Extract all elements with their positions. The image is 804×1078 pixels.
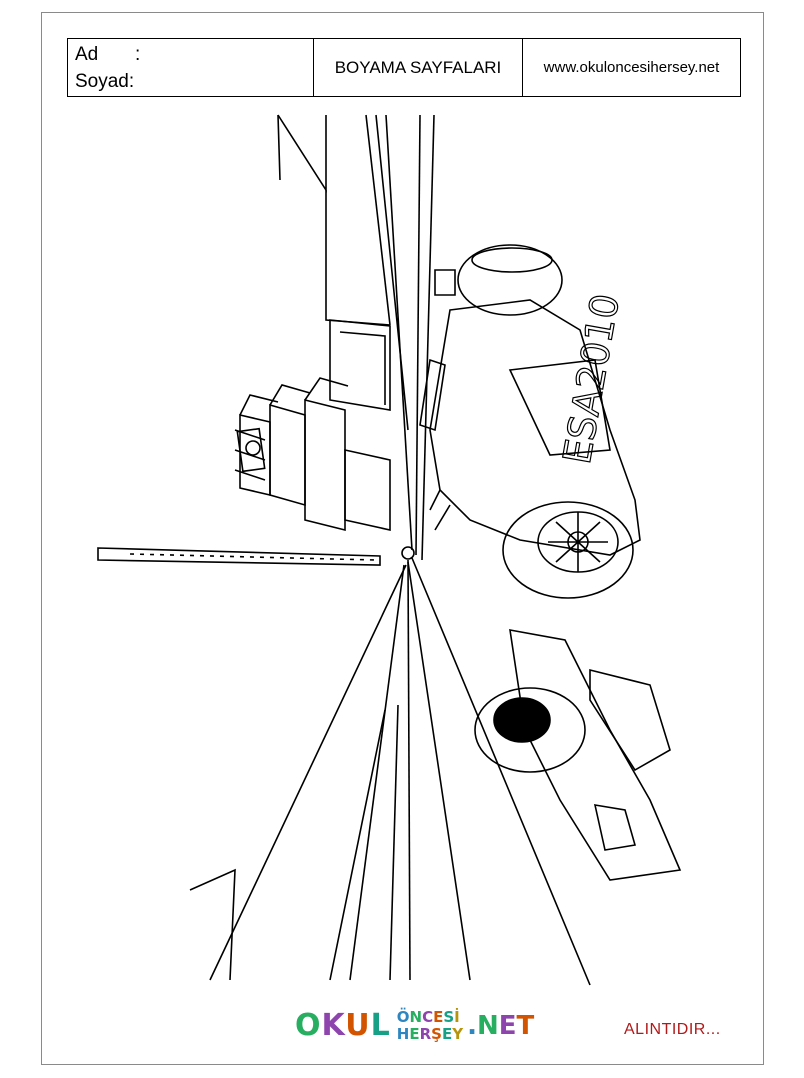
car-wheels [457,244,634,773]
name-label: Ad [75,43,99,65]
source-note: ALINTIDIR... [624,1021,721,1038]
logo-okul-text: OKUL [295,1008,391,1043]
website-link[interactable]: www.okuloncesihersey.net [543,59,720,76]
logo-hersey-text: HERŞEY [396,1024,464,1043]
logo-oncesi-text: ÖNCESİ [396,1007,460,1026]
track-lines [189,557,591,986]
page-title: BOYAMA SAYFALARI [334,57,502,77]
student-info-cell: Ad : Soyad: [68,39,314,96]
light-tower [236,427,266,473]
worksheet-header: Ad : Soyad: BOYAMA SAYFALARI www.okulonc… [67,38,741,97]
name-row: Ad : [75,41,313,68]
grandstand-lines [277,114,435,561]
okul-oncesi-hersey-logo: OKUL ÖNCESİ HERŞEY .NET [295,1008,534,1043]
title-cell: BOYAMA SAYFALARI [314,39,523,96]
pit-building [234,319,391,532]
surname-label: Soyad: [75,70,135,92]
page-border [41,12,764,1065]
logo-middle-stack: ÖNCESİ HERŞEY [396,1007,464,1043]
logo-net-text: .NET [467,1010,535,1041]
banner-strip [97,546,415,566]
website-cell: www.okuloncesihersey.net [523,39,740,96]
surname-row: Soyad: [75,68,313,95]
race-car: ESA2010 [419,269,682,881]
name-colon: : [135,43,141,65]
race-car-coloring-drawing: ESA2010 [97,114,682,986]
car-livery-text: ESA2010 [555,291,628,468]
